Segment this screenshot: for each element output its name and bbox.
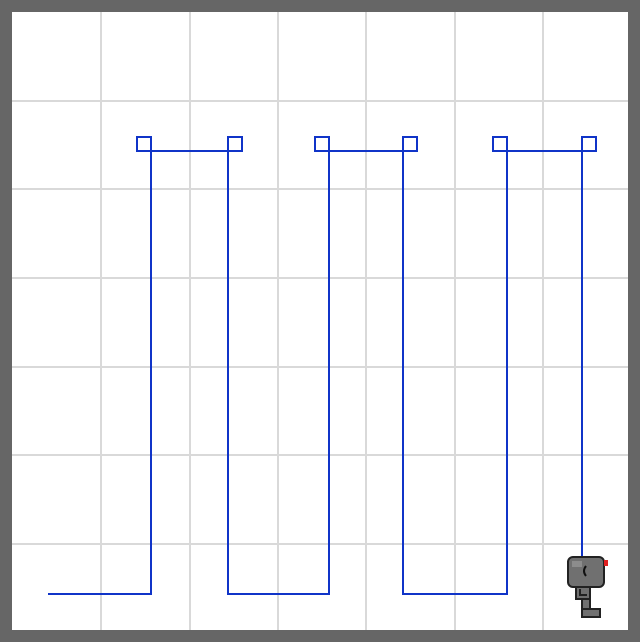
corner-marker xyxy=(227,136,243,152)
grid-lines xyxy=(12,12,628,630)
corner-marker xyxy=(314,136,330,152)
corner-marker xyxy=(136,136,152,152)
corner-marker xyxy=(492,136,508,152)
corner-marker xyxy=(581,136,597,152)
robot-icon xyxy=(567,556,608,618)
play-area xyxy=(12,12,628,630)
corner-markers xyxy=(136,136,597,152)
corner-marker xyxy=(402,136,418,152)
